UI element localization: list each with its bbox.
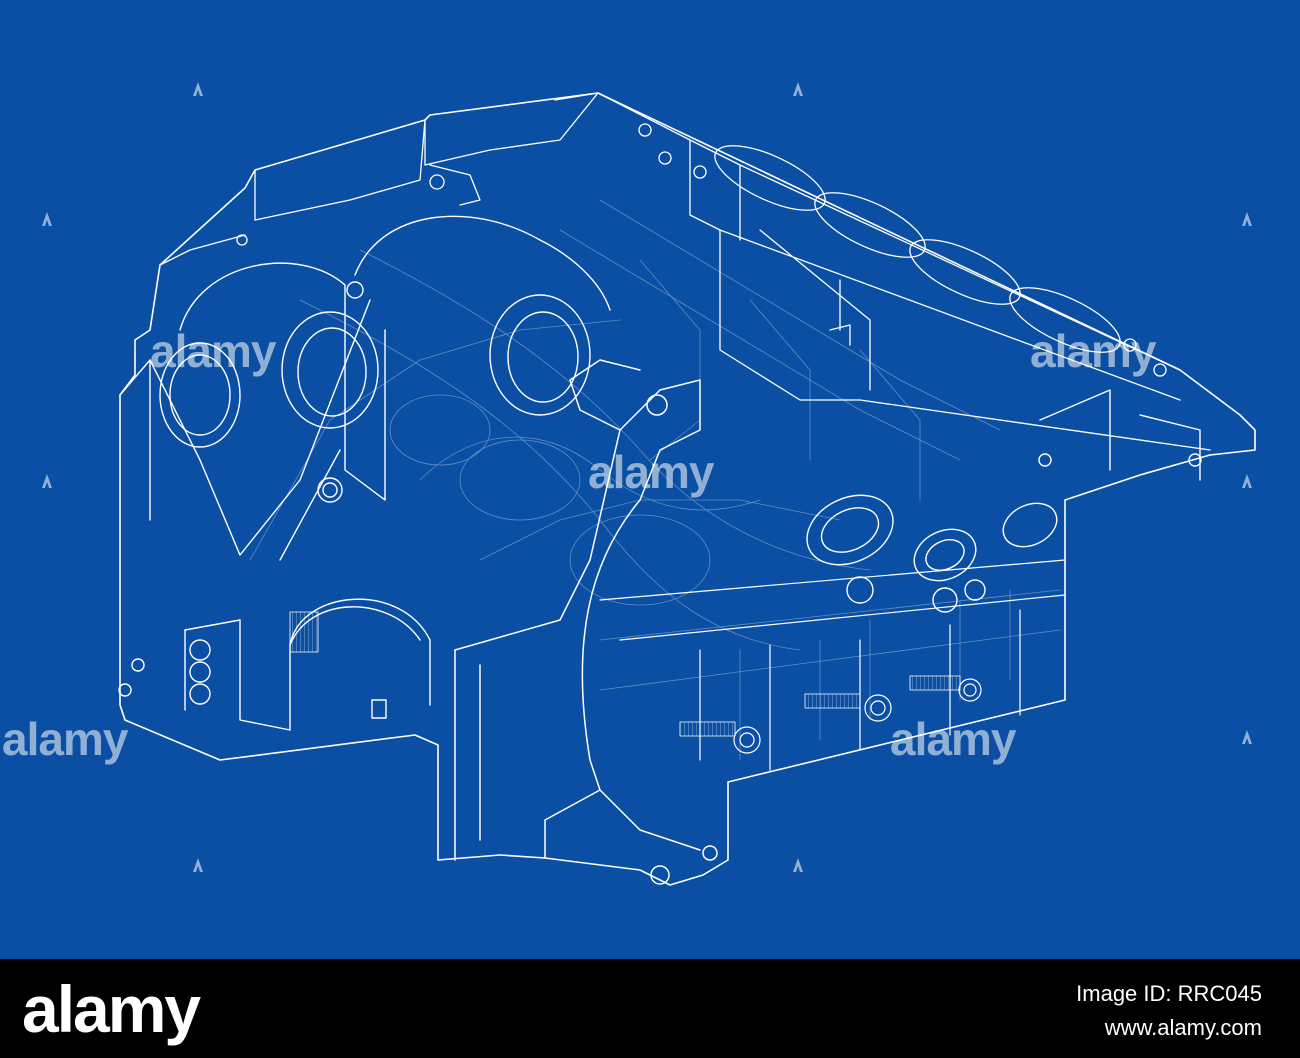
block-outline bbox=[119, 92, 1256, 886]
footer-bar: alamy Image ID: RRC045 www.alamy.com bbox=[0, 959, 1300, 1058]
watermark-text: alamy bbox=[890, 713, 1016, 765]
hidden-lines bbox=[249, 199, 1061, 761]
alamy-a-logo-icon bbox=[793, 82, 803, 96]
blueprint-canvas: alamy alamy alamy alamy alamy bbox=[0, 0, 1300, 959]
main-bearing bbox=[118, 598, 431, 731]
image-id-label: Image ID: RRC045 bbox=[1076, 981, 1262, 1006]
brand-logo: alamy bbox=[22, 972, 201, 1046]
alamy-a-logo-icon bbox=[193, 858, 203, 872]
front-face bbox=[119, 215, 611, 561]
front-panel bbox=[159, 92, 599, 266]
side-ports bbox=[806, 389, 1202, 613]
site-url: www.alamy.com bbox=[1104, 1015, 1262, 1040]
alamy-a-logo-icon bbox=[1242, 474, 1252, 488]
alamy-a-logo-icon bbox=[42, 474, 52, 488]
top-deck bbox=[554, 92, 1211, 451]
side-skirt bbox=[599, 559, 1066, 771]
watermark-text: alamy bbox=[2, 713, 128, 765]
alamy-a-logo-icon bbox=[42, 212, 52, 226]
watermark-text: alamy bbox=[588, 446, 714, 498]
watermark-text: alamy bbox=[1030, 325, 1156, 377]
engine-block-wireframe bbox=[118, 92, 1256, 886]
alamy-a-logo-icon bbox=[1242, 730, 1252, 744]
alamy-a-logo-icon bbox=[193, 82, 203, 96]
alamy-a-logo-icon bbox=[1242, 212, 1252, 226]
watermark-text: alamy bbox=[150, 325, 276, 377]
front-arm bbox=[454, 359, 718, 885]
alamy-a-logo-icon bbox=[793, 858, 803, 872]
